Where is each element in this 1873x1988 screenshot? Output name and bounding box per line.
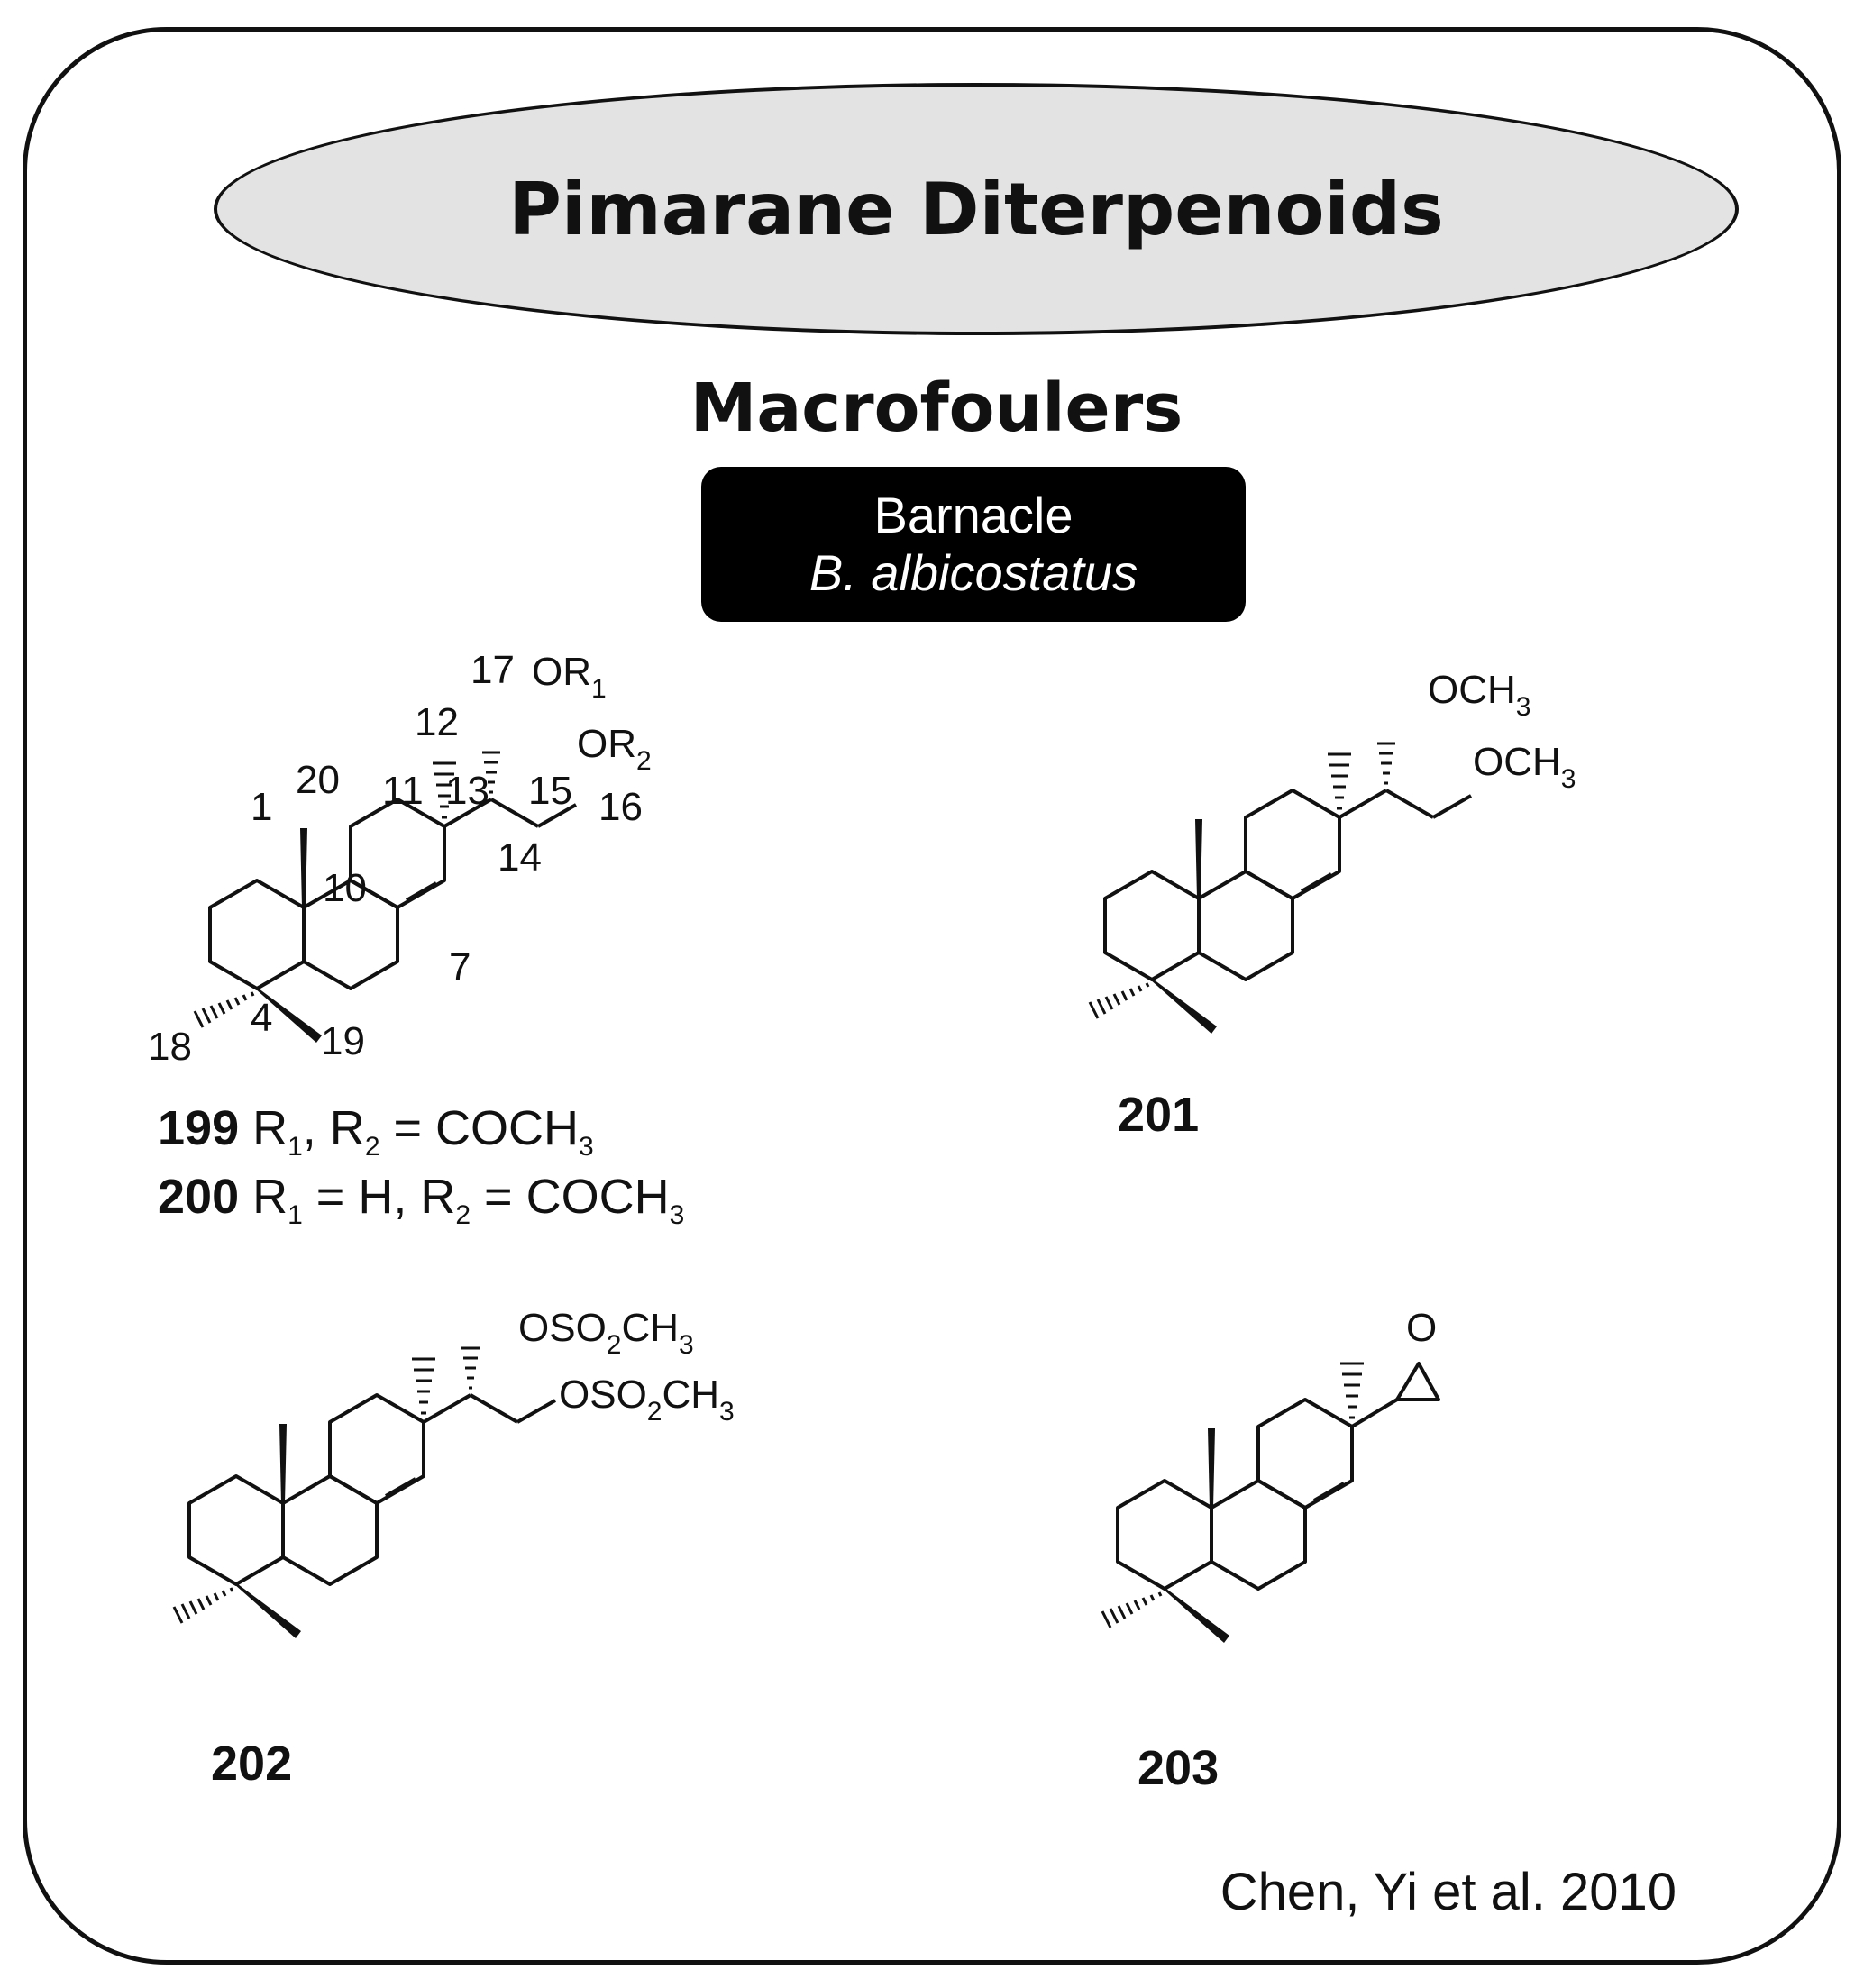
citation: Chen, Yi et al. 2010 xyxy=(1220,1863,1677,1921)
pimarane-skeleton xyxy=(1088,742,1472,1035)
pimarane-skeleton xyxy=(193,751,577,1044)
atom-number: 20 xyxy=(296,758,340,802)
atom-number: 11 xyxy=(382,769,424,813)
substituent-och3-16: OCH3 xyxy=(1473,740,1576,794)
substituent-och3-15: OCH3 xyxy=(1428,668,1530,722)
atom-number: 1 xyxy=(251,785,272,829)
substituent-oso2ch3-16: OSO2CH3 xyxy=(559,1372,735,1427)
organism-badge: Barnacle B. albicostatus xyxy=(701,467,1246,622)
organism-common-name: Barnacle xyxy=(873,487,1074,543)
compound-label-201: 201 xyxy=(1118,1088,1199,1142)
atom-number: 13 xyxy=(445,769,489,813)
atom-number: 17 xyxy=(471,648,515,692)
page-title: Pimarane Diterpenoids xyxy=(508,167,1444,251)
atom-number: 14 xyxy=(498,835,542,880)
epoxide-oxygen: O xyxy=(1406,1306,1437,1350)
atom-number: 18 xyxy=(148,1025,192,1069)
organism-species: B. albicostatus xyxy=(809,544,1138,601)
pimarane-skeleton xyxy=(172,1346,556,1640)
structure-203: O 203 xyxy=(1101,1306,1440,1795)
substituent-or1: OR1 xyxy=(532,650,607,704)
atom-number: 16 xyxy=(598,785,643,829)
rounded-frame xyxy=(23,27,1841,1965)
structure-201: OCH3 OCH3 201 xyxy=(1088,668,1576,1142)
atom-number: 12 xyxy=(415,700,459,744)
compound-caption-200: 200 R1 = H, R2 = COCH3 xyxy=(158,1170,684,1230)
compound-label-203: 203 xyxy=(1138,1741,1219,1795)
structure-202: OSO2CH3 OSO2CH3 202 xyxy=(172,1306,735,1791)
atom-number: 4 xyxy=(251,996,272,1040)
atom-number: 10 xyxy=(323,866,367,910)
compound-caption-199: 199 R1, R2 = COCH3 xyxy=(158,1101,594,1162)
pimarane-skeleton xyxy=(1101,1362,1440,1645)
substituent-or2: OR2 xyxy=(577,722,652,776)
compound-label-202: 202 xyxy=(211,1737,292,1791)
section-subtitle: Macrofoulers xyxy=(690,369,1183,447)
atom-number: 15 xyxy=(528,769,572,813)
substituent-oso2ch3-15: OSO2CH3 xyxy=(518,1306,694,1360)
atom-number: 7 xyxy=(449,945,471,989)
structure-199-200: OR1 OR2 1 4 7 10 11 12 13 14 15 16 17 18… xyxy=(148,648,684,1230)
atom-numbering: 1 4 7 10 11 12 13 14 15 16 17 18 19 20 xyxy=(148,648,643,1069)
title-oval: Pimarane Diterpenoids xyxy=(214,83,1739,335)
atom-number: 19 xyxy=(321,1019,365,1063)
